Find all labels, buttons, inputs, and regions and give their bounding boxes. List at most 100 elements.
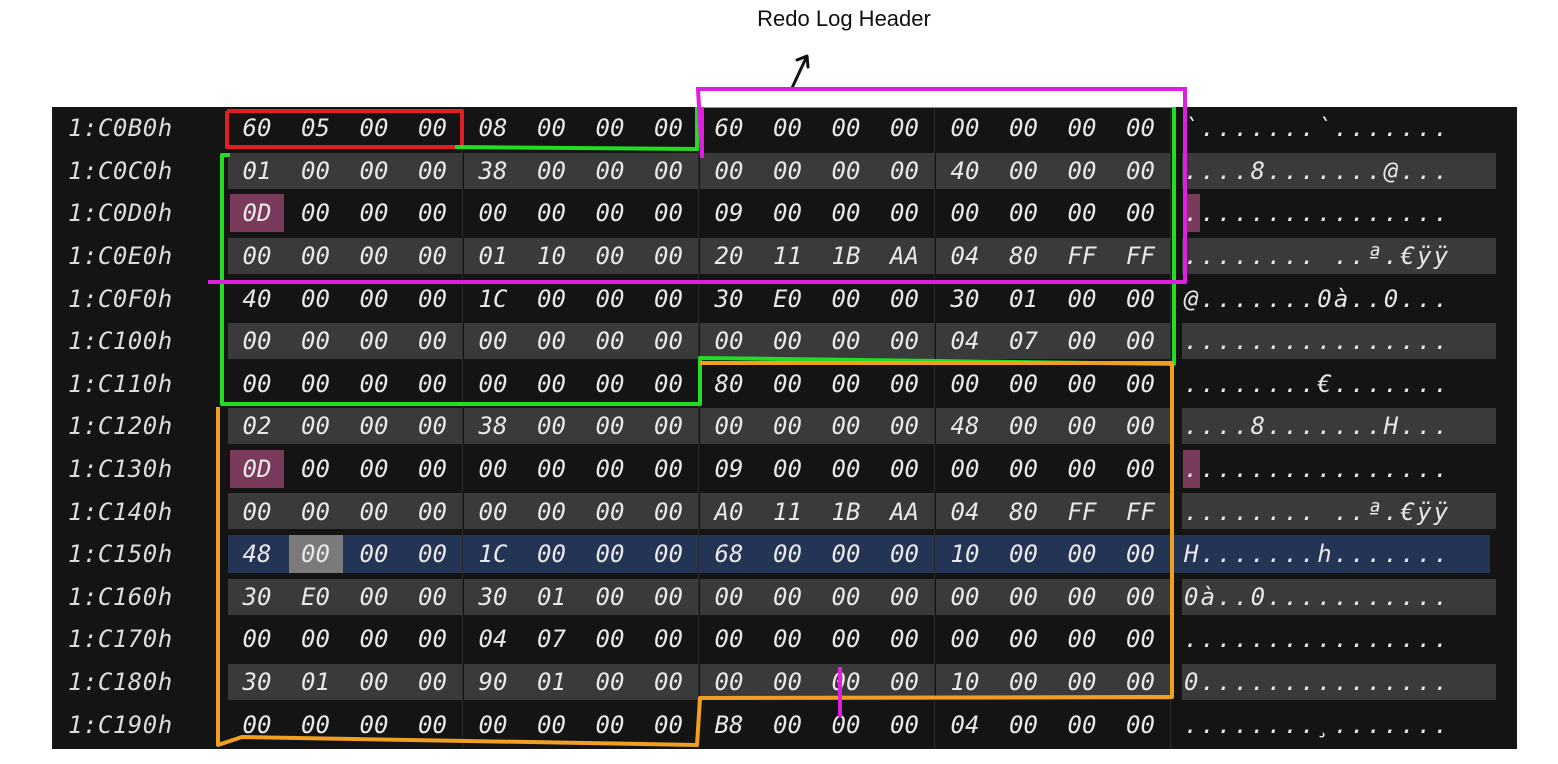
hex-byte[interactable]: 00 <box>654 284 683 313</box>
hex-byte[interactable]: 00 <box>714 327 744 356</box>
hex-byte[interactable]: 00 <box>359 327 389 356</box>
hex-byte[interactable]: 68 <box>714 540 744 569</box>
hex-byte[interactable]: 08 <box>478 114 508 143</box>
hex-byte[interactable]: 00 <box>654 412 683 441</box>
hex-byte[interactable]: 00 <box>654 156 683 185</box>
hex-byte[interactable]: 00 <box>890 199 919 228</box>
hex-byte[interactable]: 00 <box>1067 625 1097 654</box>
hex-byte[interactable]: 10 <box>950 540 980 569</box>
hex-byte[interactable]: 80 <box>714 369 744 398</box>
hex-byte[interactable]: 00 <box>1067 199 1097 228</box>
hex-byte[interactable]: 00 <box>537 412 566 441</box>
hex-byte[interactable]: 00 <box>301 625 330 654</box>
hex-byte[interactable]: 00 <box>1009 540 1038 569</box>
hex-byte[interactable]: FF <box>1067 497 1097 526</box>
hex-byte[interactable]: 00 <box>714 412 744 441</box>
hex-byte[interactable]: 00 <box>359 540 389 569</box>
hex-byte[interactable]: 00 <box>418 540 447 569</box>
hex-byte[interactable]: E0 <box>773 284 802 313</box>
hex-byte[interactable]: 00 <box>773 540 802 569</box>
hex-byte[interactable]: 00 <box>1126 582 1155 611</box>
hex-byte[interactable]: 00 <box>418 114 447 143</box>
hex-byte[interactable]: 00 <box>890 582 919 611</box>
hex-byte[interactable]: 00 <box>1067 369 1097 398</box>
hex-byte[interactable]: 1B <box>831 497 861 526</box>
hex-byte[interactable]: 00 <box>242 497 272 526</box>
hex-byte[interactable]: 00 <box>831 199 861 228</box>
hex-byte[interactable]: 00 <box>301 412 330 441</box>
hex-byte[interactable]: 00 <box>950 199 980 228</box>
hex-byte[interactable]: 00 <box>1067 455 1097 484</box>
ascii-text[interactable]: 0à..0........... <box>1184 582 1451 611</box>
hex-byte[interactable]: AA <box>890 242 919 271</box>
ascii-text[interactable]: ....8.......@... <box>1184 156 1451 185</box>
ascii-text[interactable]: @.......0à..0... <box>1184 284 1451 313</box>
hex-byte[interactable]: 00 <box>1126 284 1155 313</box>
hex-byte[interactable]: 00 <box>301 455 330 484</box>
ascii-text[interactable]: ................ <box>1184 327 1451 356</box>
hex-byte[interactable]: 00 <box>714 668 744 697</box>
hex-byte[interactable]: 00 <box>359 199 389 228</box>
hex-byte[interactable]: 11 <box>773 242 802 271</box>
hex-byte[interactable]: 00 <box>595 369 625 398</box>
hex-byte[interactable]: 00 <box>242 369 272 398</box>
hex-byte[interactable]: 00 <box>1009 455 1038 484</box>
hex-byte[interactable]: 00 <box>1126 455 1155 484</box>
hex-byte[interactable]: 00 <box>890 327 919 356</box>
hex-byte[interactable]: 04 <box>478 625 508 654</box>
hex-byte[interactable]: AA <box>890 497 919 526</box>
hex-byte[interactable]: 00 <box>950 455 980 484</box>
hex-byte[interactable]: 00 <box>1009 199 1038 228</box>
ascii-text[interactable]: ........ ..ª.€ÿÿ <box>1184 242 1451 271</box>
hex-byte[interactable]: 48 <box>242 540 272 569</box>
hex-byte[interactable]: 00 <box>418 284 447 313</box>
hex-byte[interactable]: 10 <box>950 668 980 697</box>
hex-byte[interactable]: 00 <box>654 625 683 654</box>
hex-byte[interactable]: 00 <box>359 284 389 313</box>
hex-byte[interactable]: 00 <box>890 710 919 739</box>
hex-byte[interactable]: 00 <box>1126 327 1155 356</box>
hex-byte[interactable]: 00 <box>359 242 389 271</box>
ascii-text[interactable]: ................ <box>1184 625 1451 654</box>
hex-byte[interactable]: 00 <box>288 535 343 574</box>
hex-byte[interactable]: 00 <box>537 540 566 569</box>
hex-byte[interactable]: 00 <box>359 668 389 697</box>
hex-byte[interactable]: 00 <box>418 412 447 441</box>
hex-byte[interactable]: 00 <box>773 412 802 441</box>
hex-byte[interactable]: 00 <box>773 710 802 739</box>
hex-byte[interactable]: 00 <box>1067 540 1097 569</box>
hex-byte[interactable]: 00 <box>831 369 861 398</box>
hex-byte[interactable]: 00 <box>890 284 919 313</box>
hex-byte[interactable]: 00 <box>301 327 330 356</box>
hex-byte[interactable]: 00 <box>359 582 389 611</box>
hex-byte[interactable]: 00 <box>595 412 625 441</box>
hex-byte[interactable]: 00 <box>773 625 802 654</box>
hex-byte[interactable]: 00 <box>242 710 272 739</box>
hex-byte[interactable]: 00 <box>1009 412 1038 441</box>
hex-byte[interactable]: 00 <box>773 369 802 398</box>
hex-byte[interactable]: 05 <box>301 114 330 143</box>
hex-byte[interactable]: 00 <box>301 710 330 739</box>
hex-byte[interactable]: 00 <box>831 582 861 611</box>
hex-byte[interactable]: 04 <box>950 497 980 526</box>
hex-byte[interactable]: 00 <box>537 327 566 356</box>
hex-byte[interactable]: 00 <box>418 242 447 271</box>
hex-byte[interactable]: 11 <box>773 497 802 526</box>
hex-byte[interactable]: 00 <box>595 242 625 271</box>
hex-byte[interactable]: 00 <box>831 284 861 313</box>
hex-byte[interactable]: 30 <box>714 284 744 313</box>
hex-byte[interactable]: 1B <box>831 242 861 271</box>
hex-byte[interactable]: 10 <box>537 242 566 271</box>
hex-byte[interactable]: 01 <box>301 668 330 697</box>
hex-byte[interactable]: 00 <box>890 455 919 484</box>
hex-byte[interactable]: 00 <box>595 625 625 654</box>
hex-byte[interactable]: 00 <box>595 284 625 313</box>
hex-byte[interactable]: 00 <box>1126 199 1155 228</box>
hex-byte[interactable]: 00 <box>359 455 389 484</box>
hex-byte[interactable]: 00 <box>242 327 272 356</box>
hex-byte[interactable]: 00 <box>950 369 980 398</box>
